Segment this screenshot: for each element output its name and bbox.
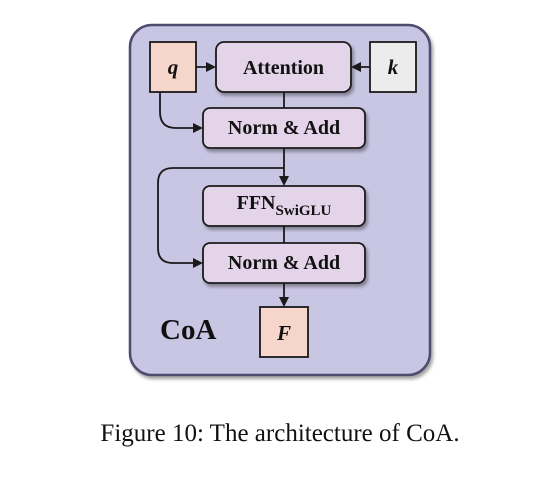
- residual-arrow-q-to-norm1: [159, 92, 203, 133]
- output-label: F: [276, 321, 291, 345]
- norm-add-block-1: Norm & Add: [202, 107, 366, 149]
- container-label: CoA: [160, 314, 216, 346]
- norm-add-label-2: Norm & Add: [228, 252, 340, 274]
- output-box: F: [259, 306, 309, 358]
- ffn-label: FFN: [237, 192, 276, 214]
- ffn-subscript: SwiGLU: [276, 203, 332, 219]
- key-box: k: [369, 41, 417, 93]
- norm-add-block-2: Norm & Add: [202, 242, 366, 284]
- svg-text:FFNSwiGLU: FFNSwiGLU: [237, 192, 332, 219]
- norm-add-label-1: Norm & Add: [228, 117, 340, 139]
- query-label: q: [168, 55, 179, 79]
- query-box: q: [149, 41, 197, 93]
- attention-label: Attention: [243, 57, 324, 79]
- key-label: k: [388, 55, 399, 79]
- ffn-block: FFNSwiGLU: [202, 185, 366, 227]
- attention-block: Attention: [215, 41, 352, 93]
- figure-caption: Figure 10: The architecture of CoA.: [100, 420, 460, 447]
- residual-arrow-norm1-to-norm2: [157, 167, 284, 268]
